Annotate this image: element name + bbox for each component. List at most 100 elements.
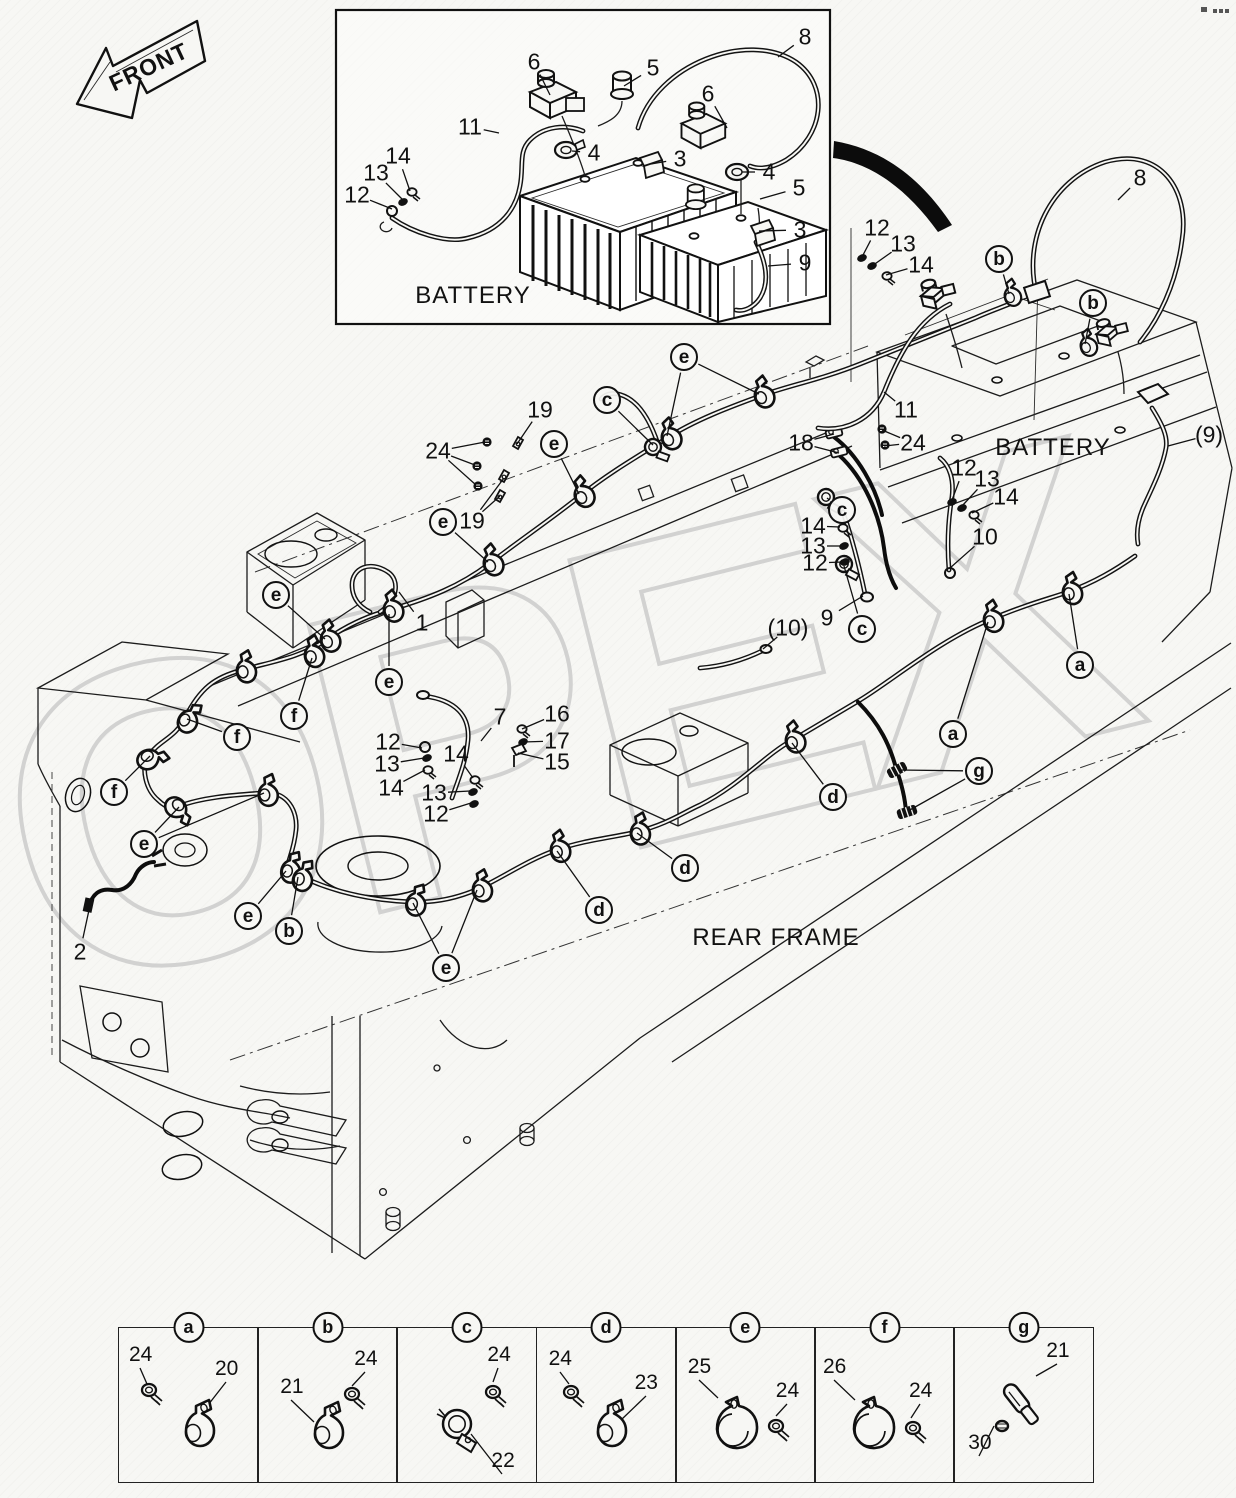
letter-callout-c: c <box>848 615 876 643</box>
callout-14: 14 <box>443 740 469 767</box>
callout-10: 10 <box>972 523 998 550</box>
callout-9: 9 <box>798 249 812 276</box>
callout-4: 4 <box>762 158 776 185</box>
legend-part-24: 24 <box>909 1379 933 1402</box>
legend-icon-tube <box>978 1363 1058 1457</box>
letter-callout-f: f <box>280 702 308 730</box>
inset-battery-2 <box>636 200 830 324</box>
letter-callout-a: a <box>1066 651 1094 679</box>
letter-callout-a: a <box>939 720 967 748</box>
callout-19: 19 <box>459 507 485 534</box>
letter-callout-c: c <box>593 386 621 414</box>
cable-clamp-icon <box>553 138 750 182</box>
legend-icon-clip <box>290 1371 367 1450</box>
legend-part-30: 30 <box>968 1431 992 1454</box>
callout-24: 24 <box>425 437 451 464</box>
callout-18: 18 <box>788 429 814 456</box>
callout-24: 24 <box>900 429 926 456</box>
callout-12: 12 <box>864 214 890 241</box>
caption-battery: BATTERY <box>995 434 1111 461</box>
callout-13: 13 <box>374 750 400 777</box>
legend-letter-f: f <box>869 1311 900 1343</box>
legend-part-21: 21 <box>280 1375 304 1398</box>
callout-6: 6 <box>701 80 715 107</box>
legend-part-24: 24 <box>354 1347 378 1370</box>
callout-13: 13 <box>974 465 1000 492</box>
callout-2: 2 <box>73 938 87 965</box>
caption-battery: BATTERY <box>415 282 531 309</box>
legend-icon-band <box>436 1367 508 1475</box>
callout-11: 11 <box>458 113 482 140</box>
legend-part-24: 24 <box>129 1343 153 1366</box>
letter-callout-e: e <box>670 343 698 371</box>
letter-callout-d: d <box>585 896 613 924</box>
callout-3: 3 <box>673 145 687 172</box>
callout-15: 15 <box>544 748 570 775</box>
legend-letter-a: a <box>173 1311 204 1343</box>
callout-3: 3 <box>793 216 807 243</box>
callout-14: 14 <box>993 483 1019 510</box>
letter-callout-b: b <box>985 245 1013 273</box>
legend-icon-clip <box>139 1367 227 1448</box>
caption-rear-frame: REAR FRAME <box>692 924 860 951</box>
legend-cell-b: 21 24 b <box>257 1311 399 1483</box>
callout--9-: (9) <box>1194 421 1224 448</box>
legend-cell-a: 24 20 a <box>118 1311 259 1483</box>
letter-callout-e: e <box>130 830 158 858</box>
terminal-cap-icon <box>685 183 707 211</box>
callout-14: 14 <box>385 142 411 169</box>
legend-icon-clip <box>559 1371 647 1448</box>
letter-callout-b: b <box>1079 289 1107 317</box>
legend-letter-b: b <box>312 1311 344 1343</box>
callout-19: 19 <box>527 396 553 423</box>
corner-marks <box>1201 7 1229 13</box>
legend-cell-e: 25 24 e <box>674 1311 816 1483</box>
callout-12: 12 <box>951 454 977 481</box>
callout-4: 4 <box>587 139 601 166</box>
letter-callout-f: f <box>223 723 251 751</box>
letter-callout-d: d <box>819 783 847 811</box>
inset-pointer-swoosh <box>833 141 952 232</box>
callout-8: 8 <box>798 23 812 50</box>
callout-12: 12 <box>802 549 828 576</box>
legend-cell-c: 24 22 c <box>396 1311 538 1483</box>
letter-callout-e: e <box>429 508 457 536</box>
legend-icon-horn <box>698 1379 790 1450</box>
callout-7: 7 <box>493 703 507 730</box>
legend-letter-c: c <box>451 1311 483 1343</box>
letter-callout-e: e <box>234 902 262 930</box>
callout-5: 5 <box>792 174 806 201</box>
callout-6: 6 <box>527 48 541 75</box>
legend-letter-g: g <box>1008 1311 1040 1343</box>
letter-callout-e: e <box>540 430 568 458</box>
fastener-glyphs <box>419 252 983 810</box>
legend-icon-horn <box>833 1379 928 1450</box>
legend-letter-e: e <box>729 1311 761 1343</box>
callout-13: 13 <box>421 779 447 806</box>
callout-1: 1 <box>415 609 429 636</box>
callout-13: 13 <box>363 159 389 186</box>
legend-part-20: 20 <box>215 1357 239 1380</box>
letter-callout-d: d <box>671 854 699 882</box>
legend-part-24: 24 <box>775 1379 800 1402</box>
battery-inset-box <box>334 8 832 326</box>
cable-connector-icon <box>638 150 777 248</box>
callout-12: 12 <box>423 800 449 827</box>
callout-12: 12 <box>375 728 401 755</box>
callout-14: 14 <box>908 251 934 278</box>
letter-callout-g: g <box>965 757 993 785</box>
legend-part-24: 24 <box>487 1343 511 1366</box>
legend-letter-d: d <box>590 1311 622 1343</box>
callout-9: 9 <box>820 604 834 631</box>
callout-16: 16 <box>544 700 570 727</box>
letter-callout-e: e <box>262 581 290 609</box>
legend-part-24: 24 <box>548 1347 572 1370</box>
legend-part-22: 22 <box>491 1449 515 1472</box>
legend-part-25: 25 <box>687 1355 712 1378</box>
